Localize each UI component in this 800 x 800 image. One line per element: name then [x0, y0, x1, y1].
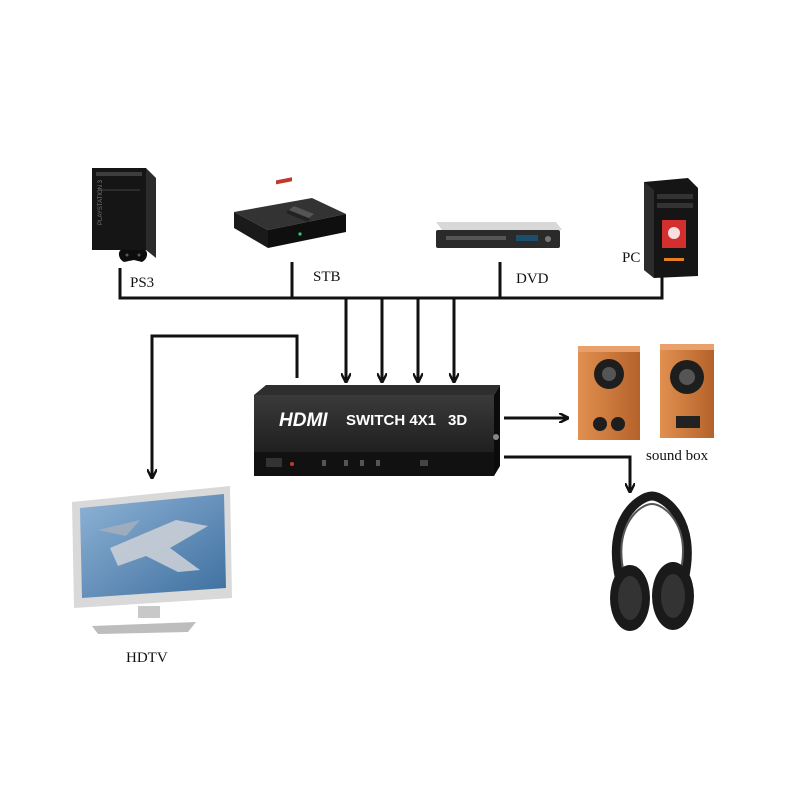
- stb-label: STB: [313, 269, 341, 285]
- headphones-icon: [610, 491, 694, 631]
- output-wires: [152, 334, 630, 490]
- dvd-label: DVD: [516, 271, 549, 287]
- dvd-player-icon: [436, 222, 562, 248]
- sound-box-icon: [578, 344, 714, 440]
- hdtv-label: HDTV: [126, 650, 168, 666]
- switch-model-text: SWITCH 4X1: [346, 412, 436, 429]
- ps3-console-icon: PLAYSTATION 3: [92, 168, 156, 262]
- pc-label: PC: [622, 250, 640, 266]
- hdmi-switch-device: [254, 385, 500, 476]
- soundbox-label: sound box: [646, 448, 709, 464]
- hdmi-logo: HDMI: [279, 410, 328, 431]
- svg-text:PLAYSTATION 3: PLAYSTATION 3: [98, 179, 104, 225]
- input-bus-wires: [118, 262, 664, 380]
- ps3-label: PS3: [130, 275, 154, 291]
- hdtv-monitor-icon: [72, 486, 232, 634]
- pc-tower-icon: [644, 178, 698, 278]
- stb-box-icon: [234, 177, 346, 248]
- switch-3d-badge: 3D: [448, 412, 467, 429]
